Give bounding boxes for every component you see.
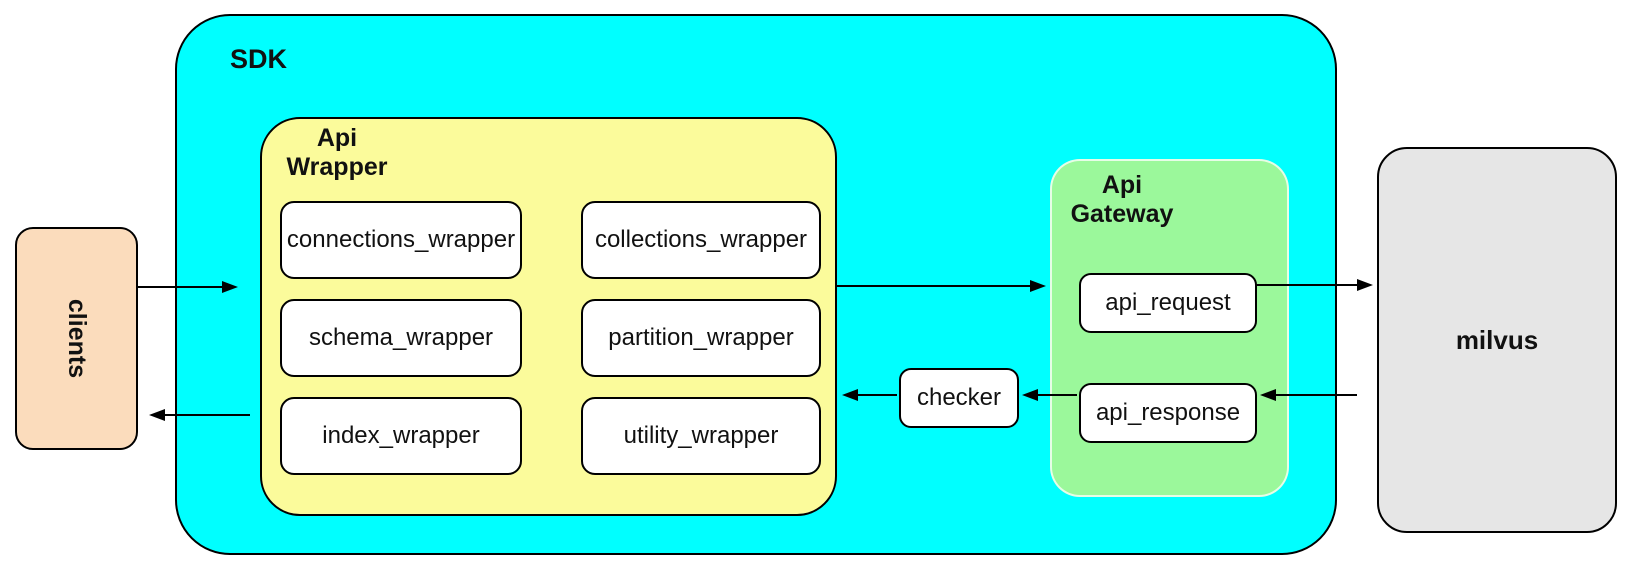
arrow-clients-to-sdk-line — [138, 286, 222, 288]
api-wrapper-label: Api Wrapper — [286, 124, 388, 181]
collections-wrapper-node: collections_wrapper — [581, 201, 821, 279]
arrow-clients-to-sdk-head — [222, 280, 238, 293]
api-gateway-container: Api Gateway api_request api_response — [1050, 159, 1289, 497]
clients-node: clients — [15, 227, 138, 450]
schema-wrapper-node: schema_wrapper — [280, 299, 522, 377]
arrow-request-to-milvus-line — [1255, 284, 1357, 286]
api-response-node: api_response — [1079, 383, 1257, 443]
checker-label: checker — [916, 384, 1002, 411]
sdk-container: SDK Api Wrapper connections_wrapper coll… — [175, 14, 1337, 555]
partition-wrapper-label: partition_wrapper — [608, 324, 794, 351]
arrow-milvus-to-response-line — [1276, 394, 1357, 396]
arrow-checker-to-wrapper-line — [858, 394, 897, 396]
arrow-wrapper-to-gateway-line — [835, 285, 1030, 287]
schema-wrapper-label: schema_wrapper — [308, 324, 494, 351]
connections-wrapper-node: connections_wrapper — [280, 201, 522, 279]
checker-node: checker — [899, 368, 1019, 428]
arrow-milvus-to-response-head — [1260, 388, 1276, 401]
clients-label: clients — [62, 298, 91, 379]
collections-wrapper-label: collections_wrapper — [594, 226, 808, 253]
arrow-checker-to-wrapper-head — [842, 388, 858, 401]
arrow-wrapper-to-gateway-head — [1030, 279, 1046, 292]
partition-wrapper-node: partition_wrapper — [581, 299, 821, 377]
connections-wrapper-label: connections_wrapper — [286, 226, 516, 253]
index-wrapper-label: index_wrapper — [322, 422, 480, 449]
arrow-response-to-checker-line — [1038, 394, 1077, 396]
api-request-node: api_request — [1079, 273, 1257, 333]
api-request-label: api_request — [1105, 289, 1231, 316]
index-wrapper-node: index_wrapper — [280, 397, 522, 475]
arrow-sdk-to-clients-head — [149, 408, 165, 421]
arrow-response-to-checker-head — [1022, 388, 1038, 401]
api-gateway-label: Api Gateway — [1070, 171, 1174, 228]
sdk-label: SDK — [230, 44, 288, 74]
utility-wrapper-node: utility_wrapper — [581, 397, 821, 475]
arrow-sdk-to-clients-line — [165, 414, 250, 416]
milvus-label: milvus — [1455, 324, 1539, 355]
utility-wrapper-label: utility_wrapper — [623, 422, 779, 449]
api-response-label: api_response — [1095, 399, 1241, 426]
milvus-node: milvus — [1377, 147, 1617, 533]
arrow-request-to-milvus-head — [1357, 278, 1373, 291]
api-wrapper-container: Api Wrapper connections_wrapper collecti… — [260, 117, 837, 516]
